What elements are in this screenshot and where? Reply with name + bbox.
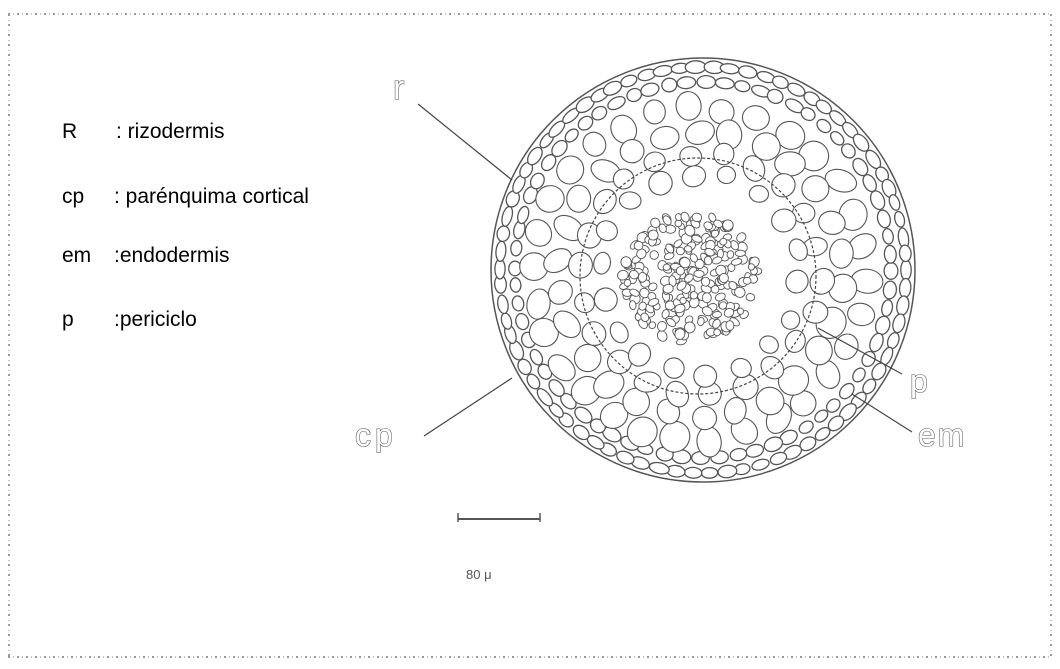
leader-line-r (418, 104, 512, 180)
epidermal-cell (701, 467, 718, 478)
cortical-cell (801, 175, 829, 202)
leader-line-cp (424, 378, 512, 436)
cortical-cell (775, 152, 806, 177)
vascular-cell (701, 277, 709, 286)
vascular-cell (684, 322, 695, 334)
epidermal-cell (684, 467, 702, 479)
label-p: p (910, 363, 928, 399)
epidermal-cell (685, 60, 706, 73)
vascular-cell (702, 292, 712, 303)
root-cross-section (491, 58, 915, 482)
vascular-cell (638, 272, 647, 282)
vascular-cell (694, 270, 705, 278)
vascular-cell (712, 311, 722, 318)
vascular-cell (735, 250, 745, 256)
epidermal-cell (901, 260, 911, 280)
vascular-cell (711, 285, 720, 293)
vascular-cell (726, 320, 735, 330)
scale-bar (458, 513, 540, 522)
vascular-cell (676, 266, 684, 275)
label-em: em (918, 417, 966, 453)
leader-line-em (852, 394, 912, 432)
vascular-cell (663, 263, 671, 270)
label-cp: cp (355, 417, 397, 453)
epidermal-cell (510, 277, 522, 292)
scale-bar-label: 80 μ (466, 567, 492, 582)
vascular-cell (727, 251, 734, 259)
epidermal-cell (884, 262, 898, 279)
label-r: r (393, 69, 404, 107)
epidermal-cell (697, 75, 716, 88)
vascular-cell (743, 277, 751, 284)
cortical-cell (803, 301, 828, 323)
